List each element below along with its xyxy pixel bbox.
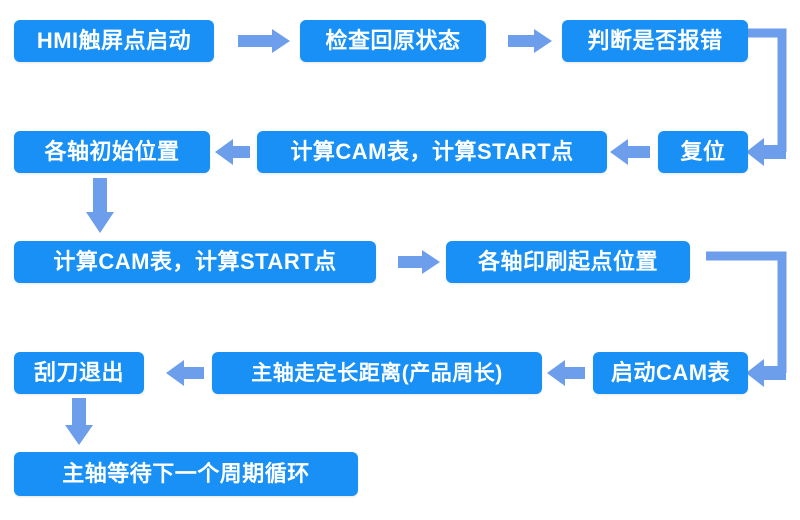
connector-arrow-right-1 [238, 29, 290, 53]
connector-arrow-left-3 [547, 360, 585, 386]
connector-arrow-left-1 [610, 139, 650, 165]
connector-arrow-left-2 [215, 139, 250, 165]
node-calc-cam-start-2[interactable]: 计算CAM表，计算START点 [14, 241, 376, 283]
node-reset[interactable]: 复位 [658, 131, 748, 173]
node-label: 刮刀退出 [33, 360, 124, 385]
node-label: 判断是否报错 [587, 28, 723, 53]
node-hmi-start[interactable]: HMI触屏点启动 [14, 20, 214, 62]
connector-arrow-right-3 [398, 250, 440, 274]
node-label: 复位 [680, 139, 726, 164]
node-axes-print-start-position[interactable]: 各轴印刷起点位置 [446, 241, 690, 283]
node-label: 主轴等待下一个周期循环 [62, 461, 310, 486]
node-label: 检查回原状态 [325, 28, 461, 53]
node-scraper-retract[interactable]: 刮刀退出 [14, 352, 144, 394]
connector-elbow-1 [746, 28, 787, 166]
connector-arrow-down-2 [65, 398, 93, 445]
node-spindle-fixed-distance[interactable]: 主轴走定长距离(产品周长) [212, 352, 542, 394]
node-check-home-status[interactable]: 检查回原状态 [300, 20, 486, 62]
node-spindle-wait-next-cycle[interactable]: 主轴等待下一个周期循环 [14, 452, 358, 496]
node-label: HMI触屏点启动 [36, 28, 192, 53]
node-judge-error[interactable]: 判断是否报错 [562, 20, 748, 62]
node-start-cam-table[interactable]: 启动CAM表 [593, 352, 748, 394]
connector-arrow-left-4 [166, 360, 204, 386]
node-label: 计算CAM表，计算START点 [53, 249, 337, 274]
node-label: 启动CAM表 [610, 360, 731, 385]
node-axes-initial-position[interactable]: 各轴初始位置 [14, 131, 210, 173]
connector-arrow-down-1 [86, 178, 114, 233]
node-calc-cam-start-1[interactable]: 计算CAM表，计算START点 [257, 131, 607, 173]
connector-arrow-right-2 [508, 29, 552, 53]
node-label: 计算CAM表，计算START点 [290, 139, 574, 164]
node-label: 主轴走定长距离(产品周长) [251, 361, 503, 385]
node-label: 各轴印刷起点位置 [477, 249, 658, 274]
node-label: 各轴初始位置 [44, 139, 180, 164]
